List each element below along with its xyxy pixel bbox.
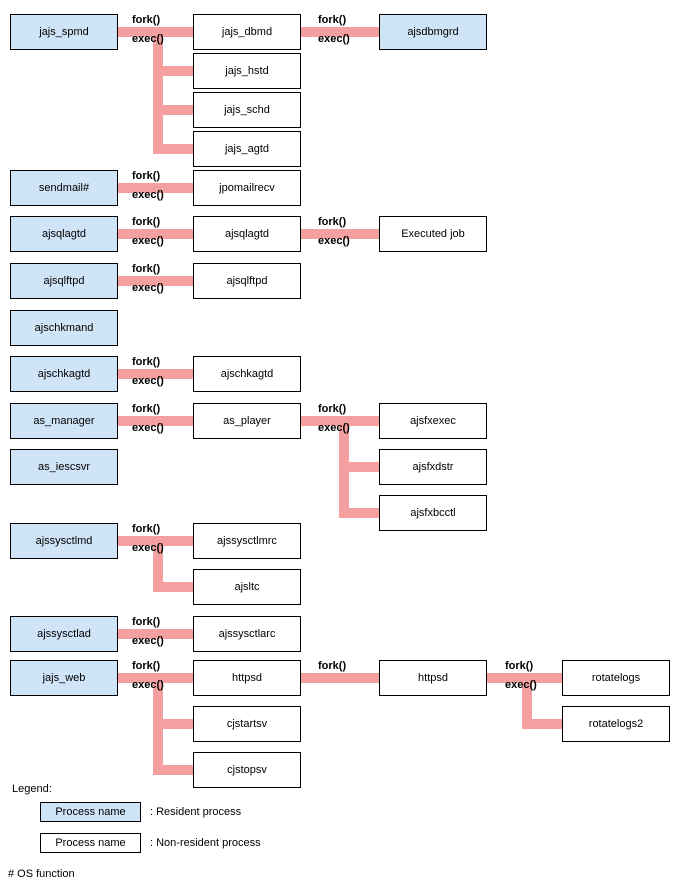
connector-line xyxy=(118,629,193,639)
connector-line xyxy=(522,673,532,723)
edge-label-fork: fork() xyxy=(132,403,161,415)
legend-resident-box: Process name xyxy=(40,802,141,822)
connector-line xyxy=(153,719,193,729)
connector-line xyxy=(339,508,379,518)
process-node-ajschkagtd_non: ajschkagtd xyxy=(193,356,301,392)
edge-label-exec: exec() xyxy=(132,235,164,247)
legend-nonresident-text: : Non-resident process xyxy=(150,837,261,849)
process-node-ajssysctlarc: ajssysctlarc xyxy=(193,616,301,652)
edge-label-exec: exec() xyxy=(132,422,164,434)
process-node-jpomailrecv: jpomailrecv xyxy=(193,170,301,206)
process-node-ajschkmand: ajschkmand xyxy=(10,310,118,346)
process-node-rotatelogs: rotatelogs xyxy=(562,660,670,696)
process-node-ajssysctlmrc: ajssysctlmrc xyxy=(193,523,301,559)
connector-line xyxy=(153,144,193,154)
process-node-as_manager: as_manager xyxy=(10,403,118,439)
process-node-ajsqlftpd_res: ajsqlftpd xyxy=(10,263,118,299)
legend-resident-text: : Resident process xyxy=(150,806,242,818)
edge-label-exec: exec() xyxy=(132,33,164,45)
legend-footnote: # OS function xyxy=(8,868,75,880)
process-node-as_player: as_player xyxy=(193,403,301,439)
process-node-rotatelogs2: rotatelogs2 xyxy=(562,706,670,742)
edge-label-exec: exec() xyxy=(318,33,350,45)
process-node-ajssysctlmd: ajssysctlmd xyxy=(10,523,118,559)
connector-line xyxy=(153,536,163,586)
process-node-jajs_dbmd: jajs_dbmd xyxy=(193,14,301,50)
connector-line xyxy=(301,673,379,683)
process-node-ajschkagtd_res: ajschkagtd xyxy=(10,356,118,392)
process-node-ajsltc: ajsltc xyxy=(193,569,301,605)
connector-line xyxy=(153,582,193,592)
connector-line xyxy=(153,66,193,76)
edge-label-fork: fork() xyxy=(318,660,347,672)
connector-line xyxy=(339,462,379,472)
connector-line xyxy=(118,369,193,379)
connector-line xyxy=(153,105,193,115)
process-node-ajsqlftpd_non: ajsqlftpd xyxy=(193,263,301,299)
edge-label-fork: fork() xyxy=(318,403,347,415)
process-node-ajsfxbcctl: ajsfxbcctl xyxy=(379,495,487,531)
edge-label-exec: exec() xyxy=(132,282,164,294)
edge-label-exec: exec() xyxy=(318,235,350,247)
edge-label-fork: fork() xyxy=(132,263,161,275)
connector-line xyxy=(118,183,193,193)
edge-label-fork: fork() xyxy=(132,616,161,628)
edge-label-exec: exec() xyxy=(505,679,537,691)
process-node-jajs_hstd: jajs_hstd xyxy=(193,53,301,89)
edge-label-fork: fork() xyxy=(132,356,161,368)
edge-label-exec: exec() xyxy=(132,635,164,647)
process-node-executed_job: Executed job xyxy=(379,216,487,252)
edge-label-fork: fork() xyxy=(132,14,161,26)
process-node-jajs_agtd: jajs_agtd xyxy=(193,131,301,167)
edge-label-fork: fork() xyxy=(132,660,161,672)
process-node-cjstopsv: cjstopsv xyxy=(193,752,301,788)
legend-heading: Legend: xyxy=(12,783,52,795)
edge-label-exec: exec() xyxy=(132,542,164,554)
edge-label-fork: fork() xyxy=(318,216,347,228)
process-node-ajsfxdstr: ajsfxdstr xyxy=(379,449,487,485)
connector-line xyxy=(301,27,379,37)
process-node-sendmail: sendmail# xyxy=(10,170,118,206)
edge-label-fork: fork() xyxy=(318,14,347,26)
edge-label-fork: fork() xyxy=(132,170,161,182)
process-node-as_iescsvr: as_iescsvr xyxy=(10,449,118,485)
process-node-ajssysctlad: ajssysctlad xyxy=(10,616,118,652)
connector-line xyxy=(301,229,379,239)
legend-nonresident-box: Process name xyxy=(40,833,141,853)
edge-label-exec: exec() xyxy=(132,189,164,201)
process-node-httpsd2: httpsd xyxy=(379,660,487,696)
connector-line xyxy=(118,416,193,426)
process-node-jajs_spmd: jajs_spmd xyxy=(10,14,118,50)
process-node-ajsqlagtd_res: ajsqlagtd xyxy=(10,216,118,252)
process-node-jajs_web: jajs_web xyxy=(10,660,118,696)
process-node-ajsqlagtd_non: ajsqlagtd xyxy=(193,216,301,252)
connector-line xyxy=(522,719,562,729)
process-node-ajsfxexec: ajsfxexec xyxy=(379,403,487,439)
process-node-httpsd1: httpsd xyxy=(193,660,301,696)
edge-label-fork: fork() xyxy=(505,660,534,672)
edge-label-exec: exec() xyxy=(132,375,164,387)
connector-line xyxy=(118,229,193,239)
connector-line xyxy=(153,765,193,775)
process-node-ajsdbmgrd: ajsdbmgrd xyxy=(379,14,487,50)
connector-line xyxy=(153,27,163,149)
connector-line xyxy=(118,276,193,286)
process-node-cjstartsv: cjstartsv xyxy=(193,706,301,742)
process-node-jajs_schd: jajs_schd xyxy=(193,92,301,128)
edge-label-fork: fork() xyxy=(132,216,161,228)
edge-label-exec: exec() xyxy=(132,679,164,691)
edge-label-exec: exec() xyxy=(318,422,350,434)
edge-label-fork: fork() xyxy=(132,523,161,535)
